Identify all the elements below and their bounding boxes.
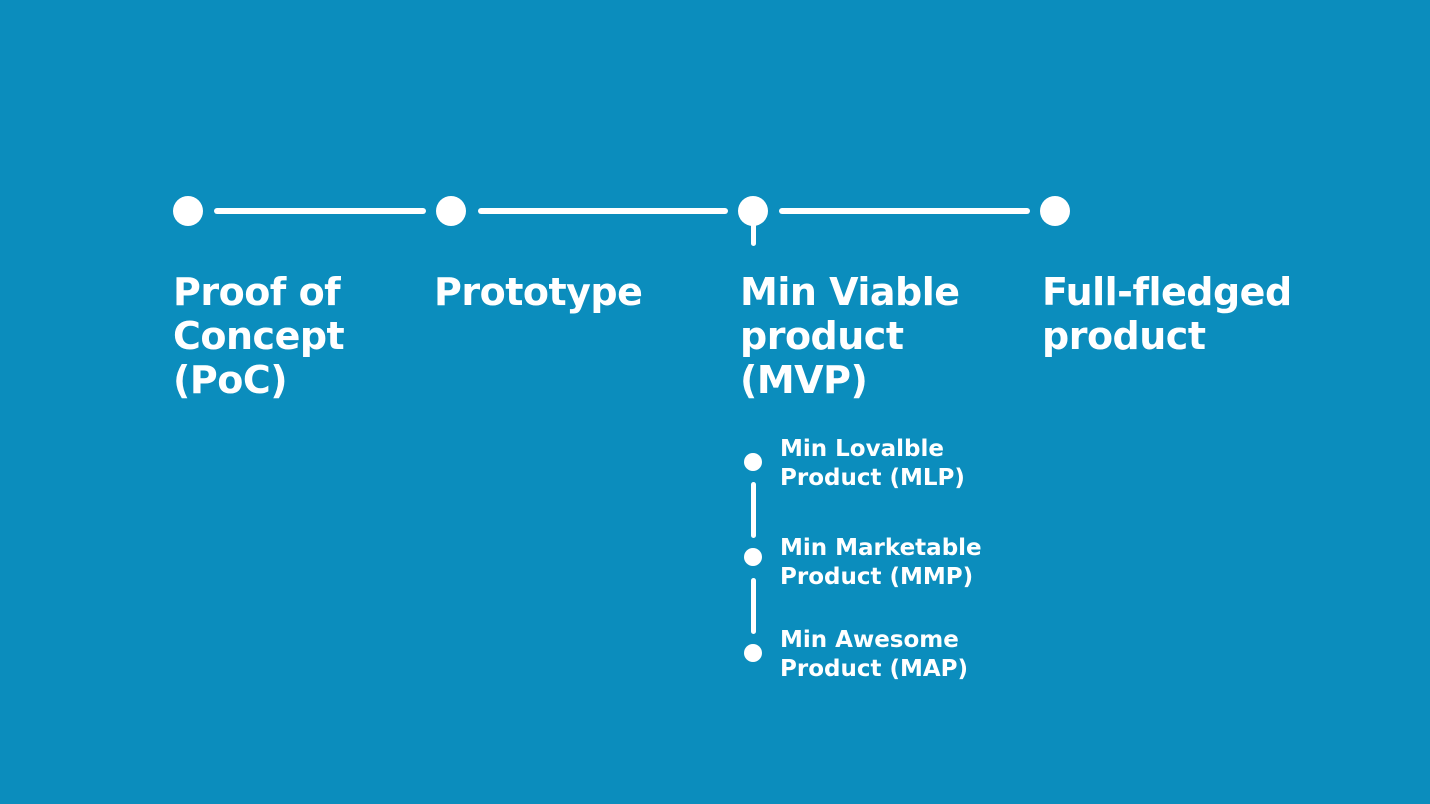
stage-label-line: Min Viable [740, 270, 960, 314]
stage-label-line: (PoC) [173, 358, 288, 402]
stage-node-poc [173, 196, 203, 226]
variant-label-line: Product (MMP) [780, 564, 974, 590]
variant-node-mlp [744, 453, 762, 471]
variant-connector-mlp-mmp [751, 482, 756, 538]
variant-label-map: Min Awesome Product (MAP) [780, 626, 968, 684]
stage-label-line: product [1042, 314, 1206, 358]
variant-node-map [744, 644, 762, 662]
stage-node-mvp [738, 196, 768, 226]
stage-label-line: Full-fledged [1042, 270, 1292, 314]
stage-label-full-product: Full-fledged product [1042, 270, 1292, 358]
variant-connector-mmp-map [751, 578, 756, 634]
stage-label-line: (MVP) [740, 358, 868, 402]
variant-label-mlp: Min Lovalble Product (MLP) [780, 435, 965, 493]
mvp-stem [751, 222, 756, 246]
stage-node-full-product [1040, 196, 1070, 226]
connector-poc-prototype [214, 208, 426, 214]
stage-label-prototype: Prototype [434, 270, 643, 314]
variant-label-line: Product (MLP) [780, 465, 965, 491]
variant-label-mmp: Min Marketable Product (MMP) [780, 534, 982, 592]
variant-label-line: Min Lovalble [780, 436, 944, 462]
stage-label-line: Prototype [434, 270, 643, 314]
connector-prototype-mvp [478, 208, 728, 214]
stage-label-line: product [740, 314, 904, 358]
stage-label-line: Concept [173, 314, 345, 358]
variant-label-line: Min Marketable [780, 535, 982, 561]
variant-node-mmp [744, 548, 762, 566]
stage-label-poc: Proof of Concept (PoC) [173, 270, 345, 402]
variant-label-line: Min Awesome [780, 627, 959, 653]
stage-label-line: Proof of [173, 270, 341, 314]
variant-label-line: Product (MAP) [780, 656, 969, 682]
stage-label-mvp: Min Viable product (MVP) [740, 270, 960, 402]
connector-mvp-full-product [779, 208, 1030, 214]
stage-node-prototype [436, 196, 466, 226]
